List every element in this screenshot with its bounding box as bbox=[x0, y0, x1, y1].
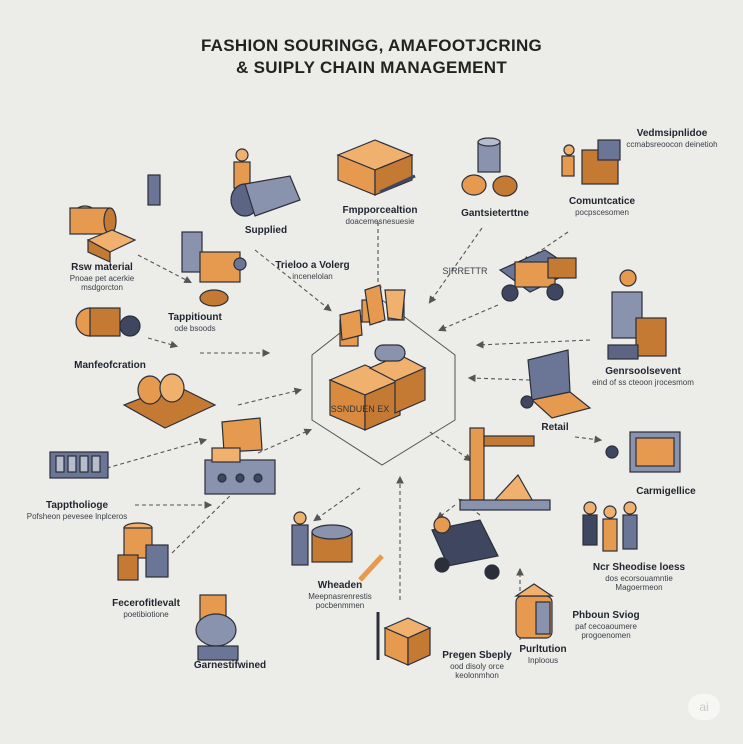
shipping-boxes-icon bbox=[376, 612, 432, 666]
node-trieloo: Trieloo a Volerg incenelolan bbox=[270, 260, 355, 281]
node-subtext: eind of ss cteoon jrocesmom bbox=[592, 377, 694, 387]
node-phboun-svieg: Phboun Sviog paf cecoaoumere progoenomen bbox=[556, 610, 656, 640]
container-cart-icon bbox=[605, 431, 681, 473]
node-heading: Trieloo a Volerg bbox=[275, 260, 350, 271]
spinning-machine-icon bbox=[181, 231, 247, 307]
workers-group-icon bbox=[582, 501, 638, 552]
node-heading: Garnestifwined bbox=[193, 660, 267, 671]
node-communicate: Comuntcatice pocpscesomen bbox=[552, 196, 652, 217]
node-pregen-sbeply: Pregen Sbeply ood disoly orce keolonmhon bbox=[432, 650, 522, 680]
node-heading: Ncr Sheodise loess bbox=[592, 562, 686, 573]
office-worker-icon bbox=[561, 139, 621, 185]
ai-watermark-badge: ai bbox=[688, 694, 720, 720]
hub-label-text: SSNDUEN EX bbox=[330, 404, 390, 414]
node-supplied: Supplied bbox=[226, 225, 306, 237]
node-heading: Phboun Sviog bbox=[572, 610, 640, 621]
node-heading: Comuntcatice bbox=[568, 196, 636, 207]
node-heading: SIRRETTR bbox=[442, 266, 488, 276]
node-vedmsipnlidoe: Vedmsipnlidoe ccmabsreoocon deinetioh bbox=[622, 128, 722, 149]
page-title-line-2: & SUIPLY CHAIN MANAGEMENT bbox=[235, 58, 508, 77]
node-heading: Fmpporcealtion bbox=[342, 205, 418, 216]
node-garnestifwined: Garnestifwined bbox=[180, 660, 280, 672]
fabric-swatch-icon bbox=[339, 284, 406, 341]
node-fpporcealtion: Fmpporcealtion doacemesnesuesie bbox=[330, 205, 430, 226]
node-subtext: Pnoae pet acerkie msdgorcton bbox=[69, 273, 135, 292]
node-fecerofitlevalt: Fecerofitlevalt poetibiotione bbox=[96, 598, 196, 619]
node-heading: Retail bbox=[541, 422, 569, 433]
node-heading: Rsw material bbox=[71, 262, 133, 273]
node-ncr-sheodise: Ncr Sheodise loess dos ecorsouamntie Mag… bbox=[584, 562, 694, 592]
node-subtext: poetibiotione bbox=[123, 609, 169, 619]
node-heading: Manfeofcration bbox=[74, 360, 146, 371]
transport-cart-icon bbox=[431, 516, 500, 580]
node-heading: Tappitiount bbox=[168, 312, 222, 323]
node-heading: Purltution bbox=[519, 644, 567, 655]
node-tapptiount: Tappitiount ode bsoods bbox=[150, 312, 240, 333]
yarn-spool-icon bbox=[69, 174, 161, 263]
node-tapptholiege: Tapptholioge Pofsheon pevesee lnplceros bbox=[22, 500, 132, 521]
node-wheaden: Wheaden Meepnasrenrestis pocbenmmen bbox=[290, 580, 390, 610]
control-panel-icon bbox=[49, 451, 109, 479]
garment-press-icon bbox=[204, 417, 276, 495]
node-sirrettr: SIRRETTR bbox=[430, 266, 500, 276]
node-heading: Vedmsipnlidoe bbox=[636, 128, 708, 139]
supply-sack-icon bbox=[514, 583, 554, 639]
node-subtext: ccmabsreoocon deinetioh bbox=[626, 139, 718, 149]
node-subtext: ood disoly orce keolonmhon bbox=[450, 661, 504, 680]
node-subtext: paf cecoaoumere progoenomen bbox=[575, 621, 637, 640]
vending-kiosk-icon bbox=[607, 269, 667, 360]
fabric-stack-icon bbox=[122, 373, 217, 429]
node-subtext: Meepnasrenrestis pocbenmmen bbox=[308, 591, 372, 610]
node-heading: Carmigellice bbox=[636, 486, 696, 497]
node-heading: Wheaden bbox=[317, 580, 363, 591]
thread-cones-icon bbox=[461, 137, 518, 197]
node-subtext: Inploous bbox=[527, 655, 559, 665]
hub-label: SSNDUEN EX bbox=[320, 404, 400, 414]
sewing-worker-icon bbox=[291, 511, 384, 582]
chemical-barrels-icon bbox=[117, 522, 169, 581]
node-subtext: incenelolan bbox=[292, 271, 333, 281]
node-subtext: dos ecorsouamntie Magoermeon bbox=[605, 573, 673, 592]
boiler-tank-icon bbox=[195, 594, 239, 661]
industrial-roller-icon bbox=[75, 307, 141, 337]
node-heading: Gantsieterttne bbox=[461, 208, 529, 219]
node-raw-material: Rsw material Pnoae pet acerkie msdgorcto… bbox=[52, 262, 152, 292]
fabric-roll-worker-icon bbox=[230, 148, 301, 217]
node-heading: Fecerofitlevalt bbox=[112, 598, 180, 609]
node-heading: Pregen Sbeply bbox=[442, 650, 512, 661]
node-heading: Genrsoolsevent bbox=[605, 366, 681, 377]
node-heading: Tapptholioge bbox=[45, 500, 109, 511]
node-carmigellice: Carmigellice bbox=[616, 486, 716, 498]
node-purltution: Purltution Inploous bbox=[508, 644, 578, 665]
node-heading: Supplied bbox=[244, 225, 288, 236]
lifting-crane-icon bbox=[459, 427, 551, 511]
node-subtext: doacemesnesuesie bbox=[345, 216, 415, 226]
page-title-line-1: FASHION SOURINGG, AMAFOOTJCRING bbox=[200, 36, 543, 55]
central-hub bbox=[311, 295, 456, 466]
node-subtext: ode bsoods bbox=[174, 323, 216, 333]
node-genrsoolsevent: Genrsoolsevent eind of ss cteoon jrocesm… bbox=[588, 366, 698, 387]
forklift-icon bbox=[498, 249, 577, 302]
node-subtext: pocpscesomen bbox=[575, 207, 629, 217]
node-retail: Retail bbox=[525, 422, 585, 434]
node-gantsieterttne: Gantsieterttne bbox=[440, 208, 550, 220]
node-manufacturing: Manfeofcration bbox=[60, 360, 160, 372]
laptop-icon bbox=[520, 349, 592, 419]
packing-crate-icon bbox=[336, 139, 416, 196]
node-subtext: Pofsheon pevesee lnplceros bbox=[26, 511, 128, 521]
